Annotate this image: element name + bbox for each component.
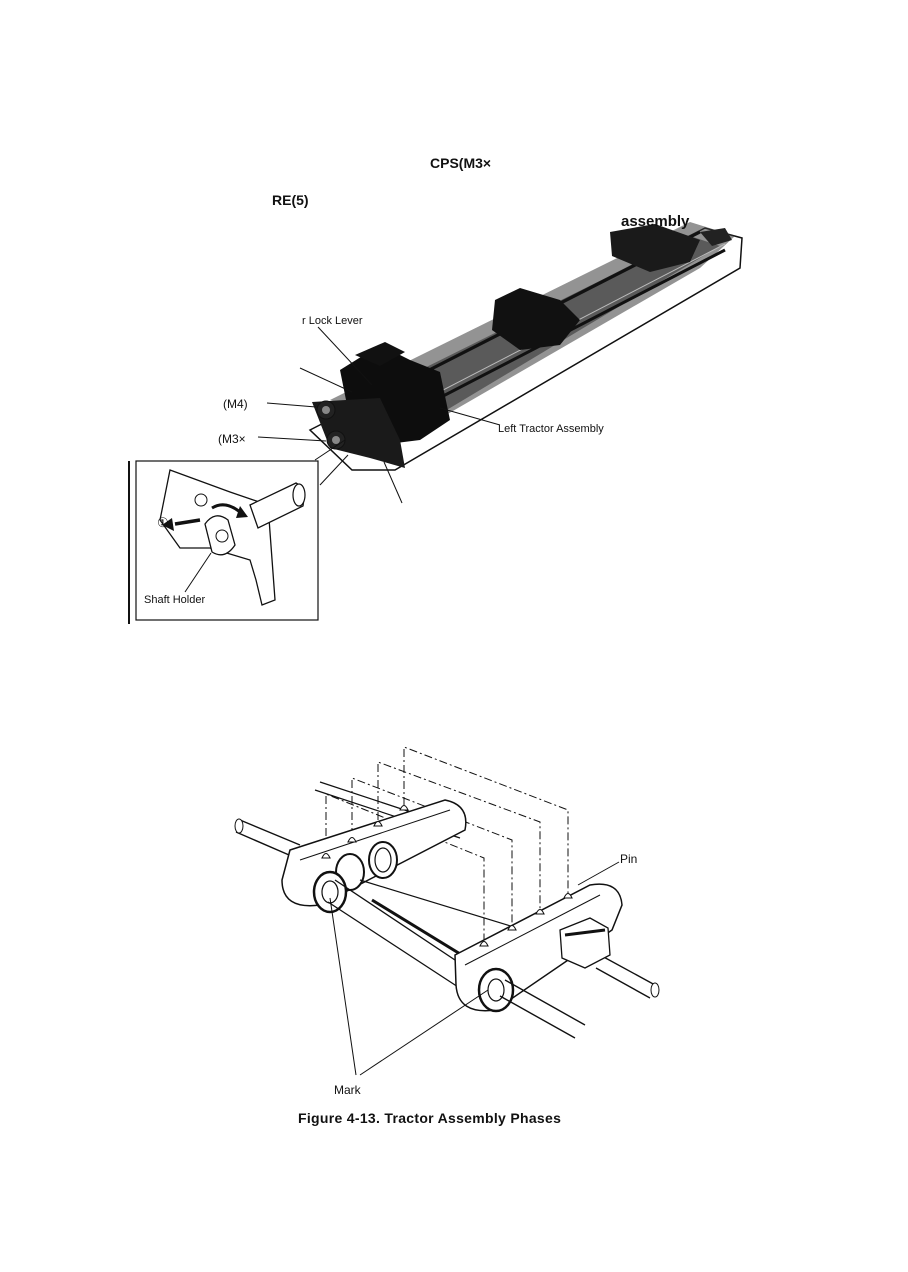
- side-plate: [312, 398, 405, 468]
- mark-label: Mark: [334, 1083, 361, 1097]
- pin-label: Pin: [620, 852, 638, 866]
- m3-screw-label: (M3×: [218, 432, 246, 446]
- figure-caption: Figure 4-13. Tractor Assembly Phases: [298, 1110, 562, 1126]
- paper-support: [492, 288, 580, 350]
- left-shaft: [235, 819, 301, 859]
- tractor-phases-drawing: [234, 746, 660, 1076]
- assembly-label: assembly: [621, 213, 690, 230]
- tractor-unit-drawing: [128, 222, 743, 624]
- inset-step-marker: ①: [157, 515, 169, 530]
- right-tractor: [610, 224, 700, 272]
- left-tractor-label: Left Tractor Assembly: [498, 423, 604, 435]
- tractor-phases-illustration: [0, 740, 908, 1100]
- shaft-holder-label: Shaft Holder: [144, 594, 206, 606]
- rotate-arrow-icon: [211, 503, 241, 514]
- lock-lever-label: r Lock Lever: [302, 315, 363, 327]
- tractor-unit-illustration: [128, 222, 743, 624]
- cps-screw-fragment: CPS(M3×: [430, 155, 492, 171]
- m4-screw-label: (M4): [223, 397, 248, 411]
- right-shaft: [499, 979, 586, 1039]
- lock-lever: [355, 342, 405, 366]
- re-fragment: RE(5): [272, 192, 309, 208]
